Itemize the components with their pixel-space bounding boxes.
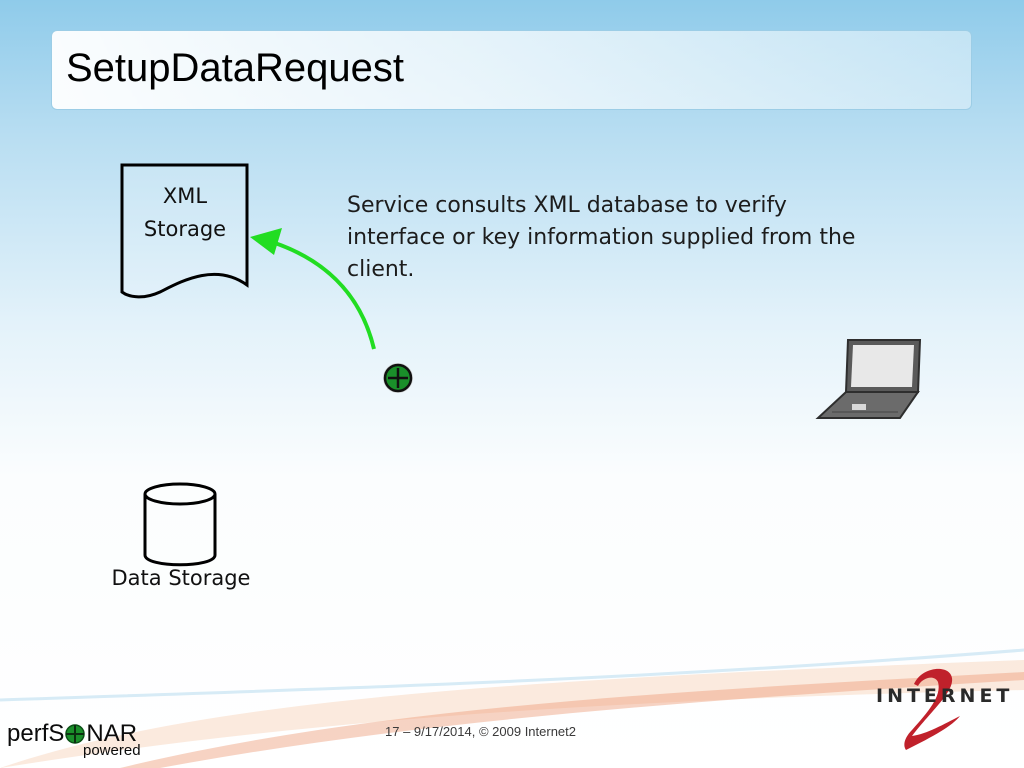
request-arrow	[250, 228, 376, 350]
xml-storage-label-line2: Storage	[144, 217, 226, 241]
laptop-icon	[815, 339, 922, 419]
xml-storage-label-line1: XML	[163, 184, 208, 208]
title-box	[51, 30, 972, 110]
data-storage-label: Data Storage	[112, 566, 251, 590]
message-token-icon	[383, 363, 413, 393]
perfsonar-logo-text-left: perfS	[7, 720, 65, 747]
xml-storage-shape: XML Storage	[120, 163, 249, 299]
description-text: Service consults XML database to verify …	[347, 193, 856, 282]
data-storage-shape: Data Storage	[112, 482, 251, 590]
perfsonar-logo-sub: powered	[83, 742, 141, 759]
perfsonar-globe-icon	[65, 724, 86, 744]
slide-title: SetupDataRequest	[66, 46, 405, 90]
internet2-logo-text: INTERNET	[876, 685, 1012, 707]
internet2-logo: INTERNET	[876, 668, 1012, 750]
perfsonar-logo-text-right: NAR	[86, 720, 138, 747]
perfsonar-logo: perfS NAR powered	[7, 720, 141, 759]
footer-text: 17 – 9/17/2014, © 2009 Internet2	[385, 724, 577, 739]
